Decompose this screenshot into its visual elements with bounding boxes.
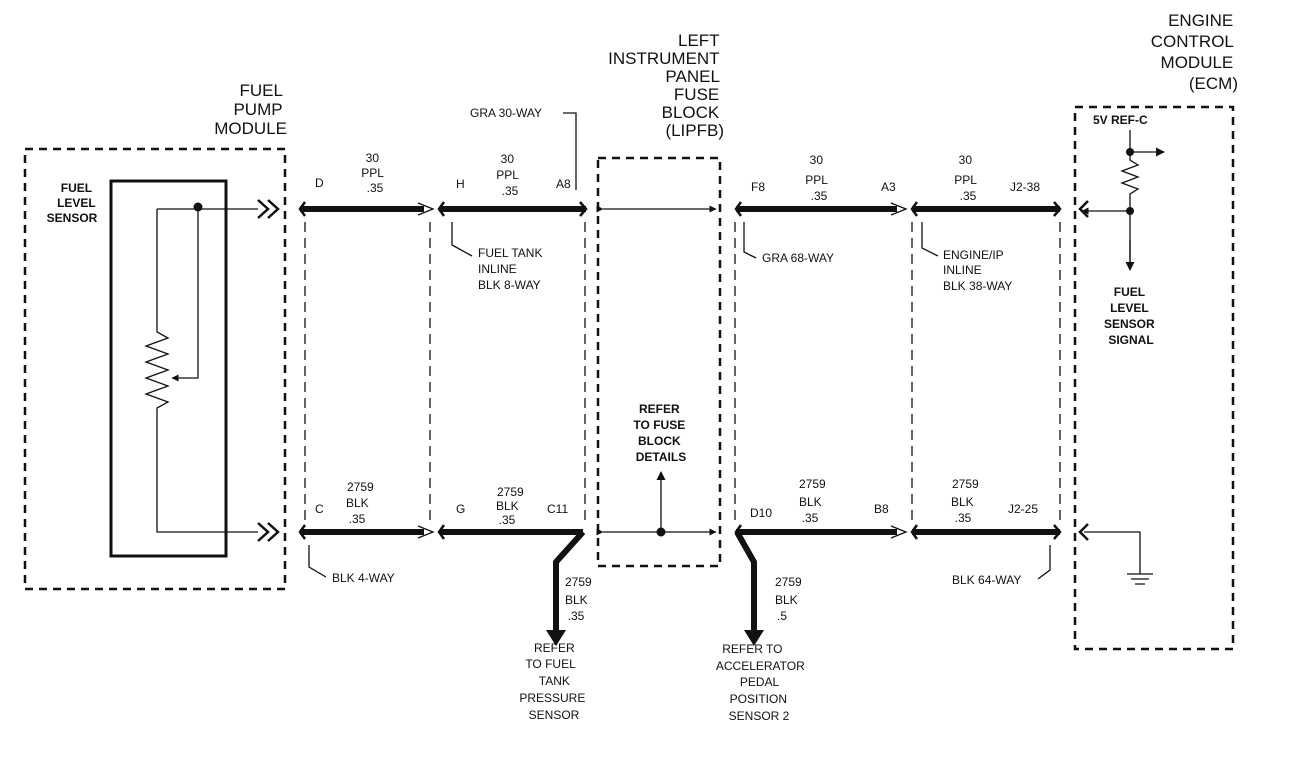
lipfb-title: LEFT INSTRUMENT PANEL FUSE BLOCK (LIPFB) (608, 31, 724, 140)
connector-separators (304, 222, 1061, 520)
ecm: ENGINE CONTROL MODULE (ECM) 5V REF-C FUE… (1073, 11, 1238, 651)
bottom-wires (298, 200, 1089, 646)
variable-resistor-icon (144, 202, 258, 533)
blk-64-way-label: BLK 64-WAY (952, 573, 1021, 587)
gra-30-way-label: GRA 30-WAY (470, 106, 542, 120)
wire-branch-tank (553, 529, 586, 632)
connector-chevron-icon (257, 199, 280, 542)
pin-a8: A8 (556, 177, 571, 191)
wire-label-bottom-4: 2759 BLK .35 (951, 477, 982, 525)
fuel-level-sensor-signal-label: FUEL LEVEL SENSOR SIGNAL (1104, 285, 1158, 347)
ecm-title: ENGINE CONTROL MODULE (ECM) (1151, 11, 1238, 93)
wire-label-top-2: 30 PPL .35 (496, 152, 522, 198)
engine-ip-inline-label: ENGINE/IP INLINE BLK 38-WAY (943, 248, 1012, 293)
wire-label-bottom-1: 2759 BLK .35 (346, 480, 377, 526)
pin-a3: A3 (881, 180, 896, 194)
refer-fuse-block-label: REFER TO FUSE BLOCK DETAILS (633, 402, 688, 464)
pin-b8: B8 (874, 502, 889, 516)
connector-callouts: GRA 30-WAY FUEL TANK INLINE BLK 8-WAY GR… (308, 106, 1051, 587)
ground-icon (1084, 531, 1153, 585)
pin-labels: D H A8 F8 A3 J2-38 C G C11 D10 B8 J2-25 (315, 176, 1040, 520)
pin-d: D (315, 176, 324, 190)
pin-c11: C11 (547, 502, 568, 516)
pin-j2-38: J2-38 (1010, 180, 1040, 194)
pin-f8: F8 (751, 180, 765, 194)
wire-label-top-4: 30 PPL .35 (954, 153, 980, 203)
wire-branch-app (734, 530, 757, 632)
pin-g: G (456, 502, 465, 516)
reference-notes: REFER TO FUEL TANK PRESSURE SENSOR REFER… (519, 641, 808, 723)
pin-d10: D10 (750, 506, 772, 520)
blk-4-way-label: BLK 4-WAY (332, 571, 395, 585)
pin-h: H (456, 177, 465, 191)
refer-accelerator-pedal-position-sensor: REFER TO ACCELERATOR PEDAL POSITION SENS… (716, 642, 808, 723)
top-wires (298, 201, 1062, 217)
pin-j2-25: J2-25 (1008, 502, 1038, 516)
fuel-level-sensor-box (109, 179, 228, 558)
ecm-pullup-circuit (1081, 130, 1165, 271)
pin-c: C (315, 502, 324, 516)
lipfb: LEFT INSTRUMENT PANEL FUSE BLOCK (LIPFB)… (596, 31, 724, 568)
ref-5v-label: 5V REF-C (1093, 113, 1148, 127)
lipfb-boundary (596, 156, 722, 568)
wire-label-branch-app: 2759 BLK .5 (775, 575, 805, 623)
fuel-pump-module-title: FUEL PUMP MODULE (214, 81, 287, 138)
wire-label-branch-tank: 2759 BLK .35 (565, 575, 595, 623)
wire-label-top-1: 30 PPL .35 (361, 151, 387, 195)
ecm-boundary (1073, 105, 1235, 651)
fuel-pump-module: FUEL PUMP MODULE FUEL LEVEL SENSOR (23, 81, 287, 591)
wire-labels: 30 PPL .35 30 PPL .35 30 PPL .35 30 PPL … (346, 151, 982, 623)
refer-fuel-tank-pressure-sensor: REFER TO FUEL TANK PRESSURE SENSOR (519, 641, 588, 722)
wire-label-top-3: 30 PPL .35 (805, 153, 831, 203)
gra-68-way-label: GRA 68-WAY (762, 251, 834, 265)
fuel-level-sensor-label: FUEL LEVEL SENSOR (47, 181, 99, 225)
fuel-pump-module-boundary (23, 147, 287, 591)
wire-label-bottom-3: 2759 BLK .35 (799, 477, 829, 525)
fuel-tank-inline-label: FUEL TANK INLINE BLK 8-WAY (478, 246, 546, 292)
wire-label-bottom-2: 2759 BLK .35 (496, 485, 527, 527)
